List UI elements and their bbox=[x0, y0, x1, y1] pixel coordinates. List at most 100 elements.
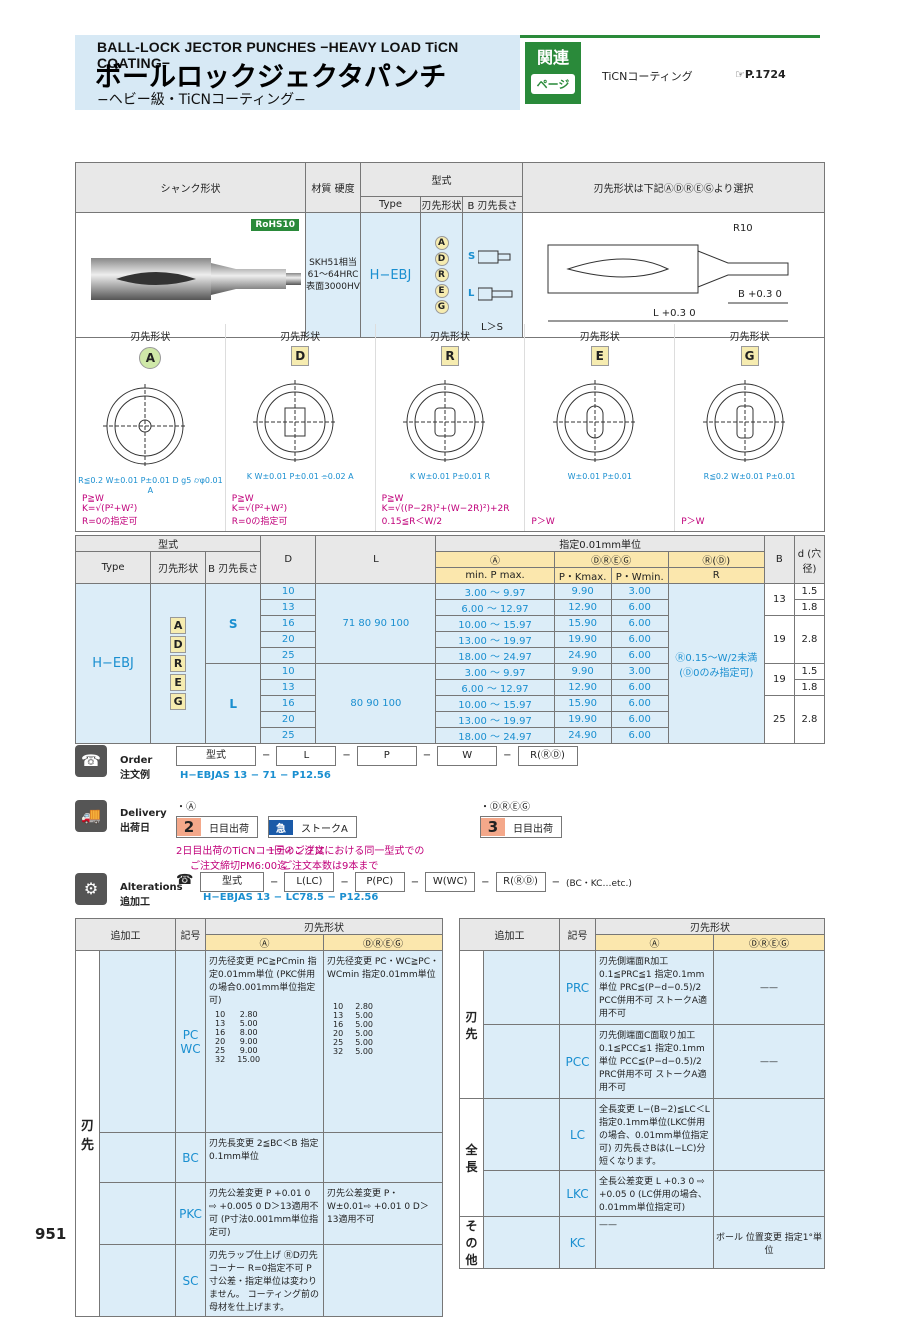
order-example: H−EBJAS 13 − 71 − P12.56 bbox=[180, 770, 331, 781]
d-value: 13 bbox=[260, 599, 317, 616]
order-field: P bbox=[356, 746, 417, 766]
tip-shape-code: E bbox=[525, 346, 674, 366]
d-value: 25 bbox=[260, 727, 317, 744]
delivery-icon: 🚚 bbox=[75, 800, 107, 832]
related-item[interactable]: TiCNコーティング bbox=[602, 70, 693, 83]
type-cell: H−EBJ bbox=[360, 212, 421, 338]
pw-min: 6.00 bbox=[610, 679, 669, 696]
truck-icon: 🚚 bbox=[75, 800, 107, 832]
order-field: W bbox=[437, 746, 498, 766]
pcwc-v: 2.80 bbox=[355, 1002, 373, 1011]
lt-d bbox=[323, 1132, 443, 1183]
title-jp: ボールロックジェクタパンチ bbox=[95, 62, 447, 93]
rt-h-code: 記号 bbox=[559, 918, 596, 951]
surface-hardness: 表面3000HV bbox=[306, 282, 360, 292]
tip-shape-label: 刃先形状 bbox=[280, 332, 321, 343]
rt-a-text: —— bbox=[599, 1220, 617, 1230]
title-sub: −ヘビー級・TiCNコーティング− bbox=[97, 92, 306, 108]
short-tip-sketch bbox=[478, 250, 511, 264]
col-shank: シャンク形状 bbox=[75, 162, 306, 213]
note2: 1回のご注文における同一型式での bbox=[268, 846, 425, 857]
h-pw: P・Wmin. bbox=[610, 567, 669, 584]
rt-a: 全長変更 L−(B−2)≦LC＜L 指定0.1mm単位(LKC併用の場合、0.0… bbox=[595, 1098, 714, 1171]
rt-code: KC bbox=[559, 1216, 596, 1269]
tip-dims: K W±0.01 P±0.01 ⌯0.02 A bbox=[246, 472, 354, 481]
tip-cross-section bbox=[702, 380, 787, 464]
punch-dimension-drawing bbox=[547, 244, 789, 322]
pcwc-d: 20 bbox=[333, 1029, 344, 1038]
pcmin-d: 13 bbox=[215, 1019, 226, 1028]
pcmin-v: 8.00 bbox=[239, 1028, 258, 1037]
lt-h-tip: 刃先形状 bbox=[205, 918, 443, 935]
tip-shape-label: 刃先形状 bbox=[130, 332, 171, 343]
pcmin-v: 9.00 bbox=[239, 1046, 258, 1055]
lt-code: BC bbox=[175, 1132, 206, 1183]
pcwc-d: 32 bbox=[333, 1047, 344, 1056]
order-field: 型式 bbox=[176, 746, 256, 766]
tip-code-badge: G bbox=[170, 693, 187, 710]
p-range: 13.00 ～ 19.97 bbox=[435, 711, 555, 728]
tip-note: K=√(P²+W²) bbox=[82, 504, 138, 514]
dim-b: B +0.3 0 bbox=[738, 289, 782, 300]
days-d-text: 日目出荷 bbox=[513, 823, 553, 835]
pcmin-v: 5.00 bbox=[239, 1019, 258, 1028]
pk-max: 19.90 bbox=[553, 631, 612, 648]
tip-dims: W±0.01 P±0.01 bbox=[567, 472, 632, 481]
p-range: 18.00 ～ 24.97 bbox=[435, 647, 555, 664]
pw-min: 6.00 bbox=[610, 695, 669, 712]
tip-code-badge: E bbox=[170, 674, 187, 691]
h-type: Type bbox=[74, 551, 152, 584]
rt-side: その他 bbox=[459, 1216, 484, 1269]
h-tip: 刃先形状 bbox=[150, 551, 207, 584]
pcmin-d: 20 bbox=[215, 1037, 226, 1046]
related-page[interactable]: P.1724 bbox=[744, 68, 786, 81]
lt-code: SC bbox=[175, 1244, 206, 1317]
p-range: 3.00 ～ 9.97 bbox=[435, 663, 555, 680]
tip-shape-code: G bbox=[675, 346, 824, 366]
rt-code: PRC bbox=[559, 950, 596, 1025]
drill-icon: ⚙ bbox=[75, 873, 107, 905]
tip-dims: K W±0.01 P±0.01 R bbox=[409, 472, 491, 481]
days-d: 3 bbox=[481, 818, 505, 836]
lt-d bbox=[323, 1244, 443, 1317]
rt-d bbox=[713, 1170, 825, 1217]
pw-min: 3.00 bbox=[610, 663, 669, 680]
pcmin-d: 25 bbox=[215, 1046, 226, 1055]
lt-a-text: 刃先径変更 PC≧PCmin 指定0.01mm単位 (PKC併用の場合0.001… bbox=[209, 957, 317, 1006]
tip-code-badge: E bbox=[434, 284, 449, 298]
order-icon: ☎ bbox=[75, 745, 107, 777]
tip-code-badge: A bbox=[434, 236, 449, 250]
pw-min: 6.00 bbox=[610, 647, 669, 664]
dash: − bbox=[410, 876, 420, 888]
tip-note: 0.15≦R＜W/2 bbox=[381, 517, 443, 527]
dash: − bbox=[270, 876, 279, 888]
tip-shape-label: 刃先形状 bbox=[579, 332, 620, 343]
rt-a-text: 全長公差変更 L +0.3 0 ⇨ +0.05 0 (LC併用の場合、0.01m… bbox=[599, 1177, 707, 1213]
tip-code: A bbox=[139, 347, 162, 369]
pcmin-v: 2.80 bbox=[239, 1010, 258, 1019]
b-cell: S L L＞S bbox=[462, 212, 523, 338]
tip-note: P≧W bbox=[82, 494, 104, 504]
lt-a: 刃先公差変更 P +0.01 0 ⇨ +0.005 0 D＞13適用不可 (P寸… bbox=[205, 1182, 324, 1245]
alter-label-jp: 追加工 bbox=[120, 897, 150, 908]
delivery-a-box: 2 日目出荷 bbox=[176, 816, 258, 838]
order-field: L bbox=[276, 746, 337, 766]
tip-note: R=0の指定可 bbox=[231, 517, 288, 527]
related-page-link[interactable]: ☞P.1724 bbox=[735, 68, 786, 81]
punch-photo bbox=[91, 258, 301, 300]
